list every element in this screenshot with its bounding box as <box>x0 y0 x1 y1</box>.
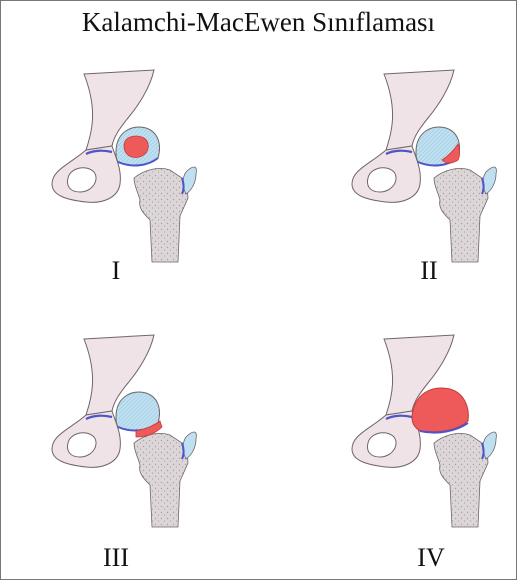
femur-shaft <box>134 168 188 262</box>
label-type-1: I <box>76 256 156 286</box>
greater-trochanter <box>183 432 196 459</box>
femur-shaft <box>434 168 488 262</box>
femur-shaft <box>134 433 188 527</box>
figure-title: Kalamchi-MacEwen Sınıflaması <box>1 7 516 38</box>
hip-illustration-type-2 <box>346 66 516 266</box>
femoral-head-necrosis <box>412 388 468 432</box>
panel-type-4 <box>346 331 516 531</box>
greater-trochanter <box>483 432 496 459</box>
central-necrosis <box>124 136 148 157</box>
label-type-4: IV <box>391 543 471 573</box>
hip-illustration-type-3 <box>46 331 216 531</box>
label-type-3: III <box>76 543 156 573</box>
hip-illustration-type-1 <box>46 66 216 266</box>
femoral-head-epiphysis <box>116 392 160 430</box>
greater-trochanter <box>183 167 196 194</box>
hip-illustration-type-4 <box>346 331 516 531</box>
panel-type-3 <box>46 331 216 531</box>
panel-type-2 <box>346 66 516 266</box>
greater-trochanter <box>483 167 496 194</box>
femur-shaft <box>434 433 488 527</box>
label-type-2: II <box>389 256 469 286</box>
panel-type-1 <box>46 66 216 266</box>
